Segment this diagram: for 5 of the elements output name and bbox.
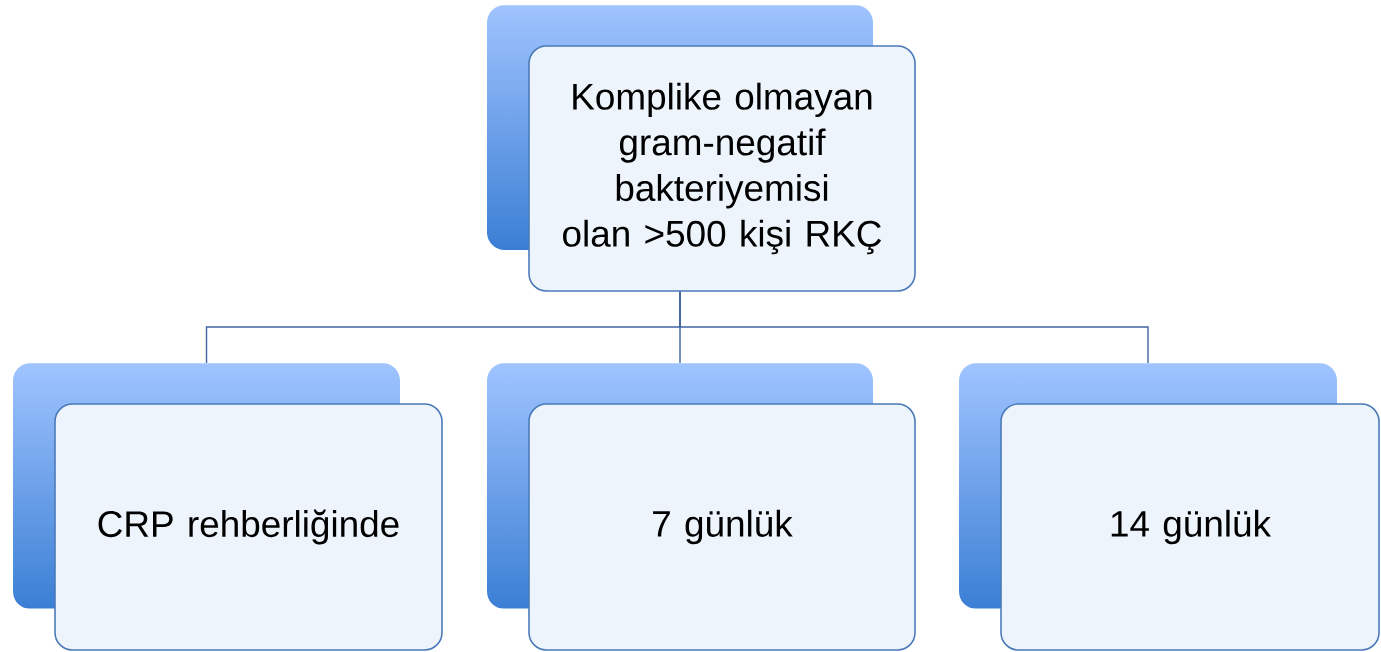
text-box: CRP rehberliğinde: [54, 403, 443, 651]
connector-line: [679, 290, 1149, 364]
text-box: 7 günlük: [528, 403, 916, 651]
text-box: 14 günlük: [1000, 403, 1380, 651]
text-box: Komplike olmayan gram-negatif bakteriyemisi olan >500 kişi RKÇ: [528, 45, 916, 292]
